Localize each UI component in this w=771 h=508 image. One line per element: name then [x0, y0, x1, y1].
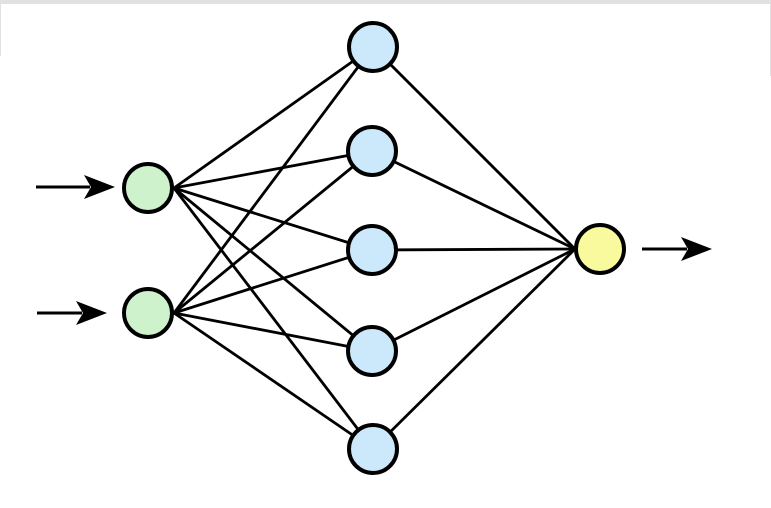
edge-i1-h5	[172, 187, 375, 450]
hidden-node-2	[346, 125, 398, 177]
edge-i2-h1	[172, 46, 375, 314]
edge-h3-o1	[371, 247, 576, 252]
output-node-1	[574, 223, 626, 275]
edge-i1-h4	[173, 186, 373, 353]
edge-h1-o1	[372, 46, 576, 250]
edge-i1-h1	[173, 45, 374, 190]
edge-i2-h3	[173, 248, 373, 315]
edge-h5-o1	[372, 248, 576, 450]
page-top-border	[0, 0, 771, 4]
edge-i2-h4	[173, 311, 373, 353]
edge-h2-o1	[371, 149, 576, 251]
input-node-1	[122, 162, 174, 214]
edge-i2-h2	[173, 149, 373, 315]
hidden-node-4	[346, 325, 398, 377]
hidden-node-3	[346, 224, 398, 276]
page-left-border	[0, 4, 1, 56]
output-arrow-head	[681, 237, 712, 261]
edge-i2-h5	[173, 311, 374, 451]
input-arrow-2-head	[76, 301, 107, 325]
edge-i1-h2	[173, 149, 373, 190]
hidden-node-5	[347, 423, 399, 475]
input-arrow-1-head	[84, 175, 115, 199]
edge-h4-o1	[371, 247, 576, 353]
hidden-node-1	[347, 21, 399, 73]
edge-i1-h3	[173, 186, 373, 252]
input-node-2	[122, 287, 174, 339]
